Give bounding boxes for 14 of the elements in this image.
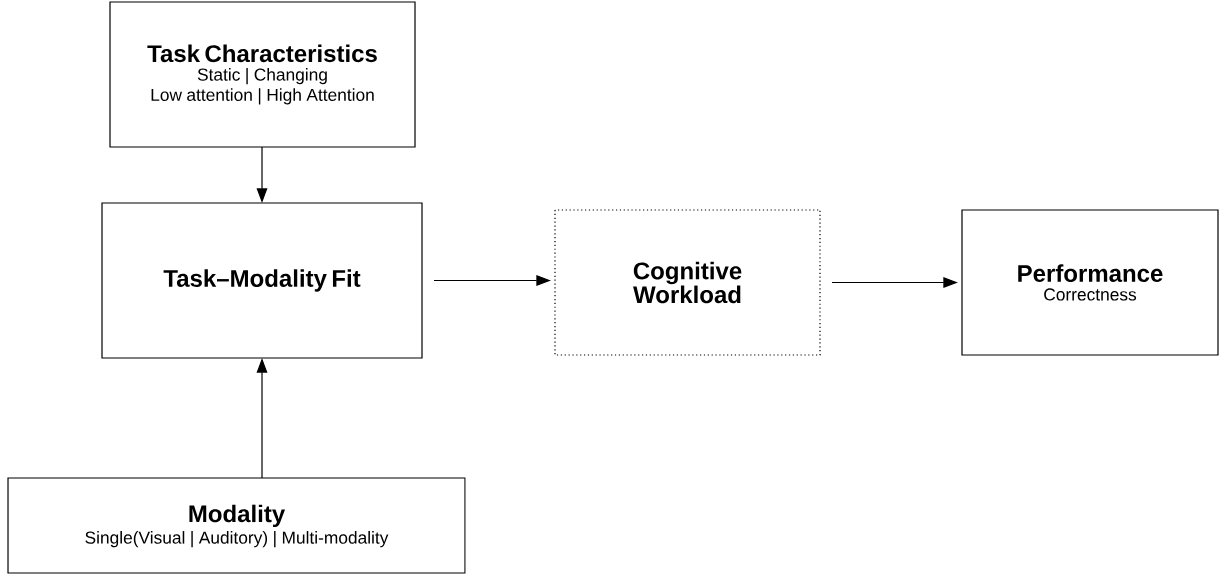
box xyxy=(101,202,423,359)
node-text: Correctness xyxy=(1044,288,1137,301)
node-text: Modality xyxy=(189,504,286,528)
box xyxy=(109,1,416,148)
node-text: Performance xyxy=(1018,264,1163,282)
node-text: Task–Modality Fit xyxy=(163,269,361,292)
node-text: Single(Visual | Auditory) | Multi-modality xyxy=(85,531,389,548)
node-text: Task Characteristics xyxy=(147,44,377,63)
box xyxy=(554,209,821,356)
node-text: Low attention | High Attention xyxy=(151,88,374,105)
box xyxy=(961,209,1219,356)
node-text: Static | Changing xyxy=(197,68,327,85)
node-text: Cognitive Workload xyxy=(633,261,742,304)
box xyxy=(7,477,466,574)
